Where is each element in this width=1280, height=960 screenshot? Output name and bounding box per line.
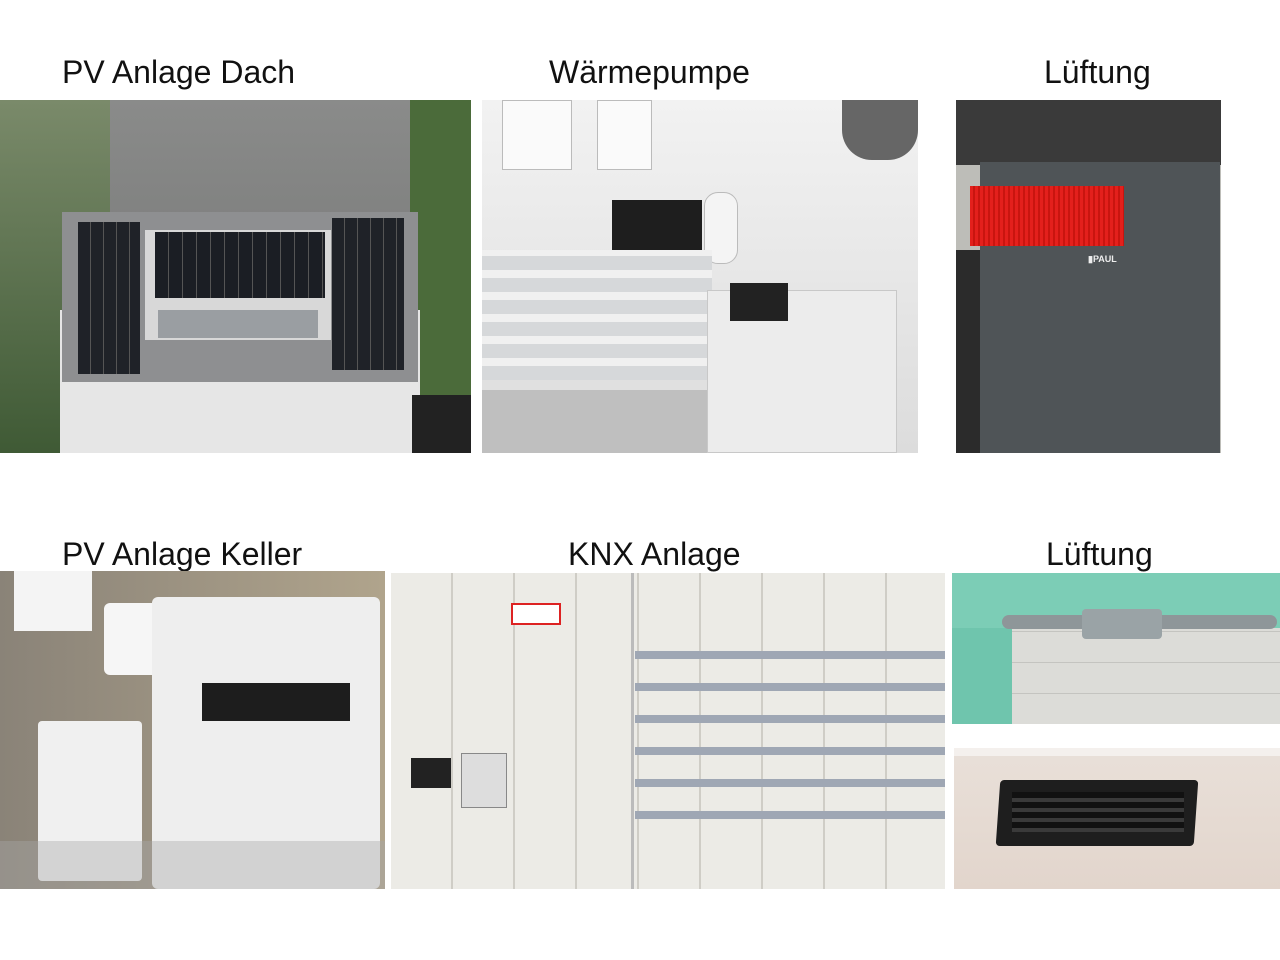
photo-pv-keller xyxy=(0,571,385,889)
title-waermepumpe: Wärmepumpe xyxy=(549,54,750,90)
title-knx-anlage: KNX Anlage xyxy=(568,536,741,572)
photo-waermepumpe xyxy=(482,100,918,453)
title-pv-anlage-dach: PV Anlage Dach xyxy=(62,54,296,90)
photo-lueftung-geraet: ▮PAUL xyxy=(956,100,1221,453)
paul-logo: ▮PAUL xyxy=(1088,254,1117,264)
photo-pv-roof xyxy=(0,100,471,453)
title-lueftung-2: Lüftung xyxy=(1046,536,1153,572)
title-lueftung-1: Lüftung xyxy=(1044,54,1151,90)
photo-lueftung-gitter xyxy=(954,748,1280,889)
title-pv-anlage-keller: PV Anlage Keller xyxy=(62,536,303,572)
photo-knx-anlage xyxy=(391,573,945,889)
photo-lueftung-rohr xyxy=(952,573,1280,724)
